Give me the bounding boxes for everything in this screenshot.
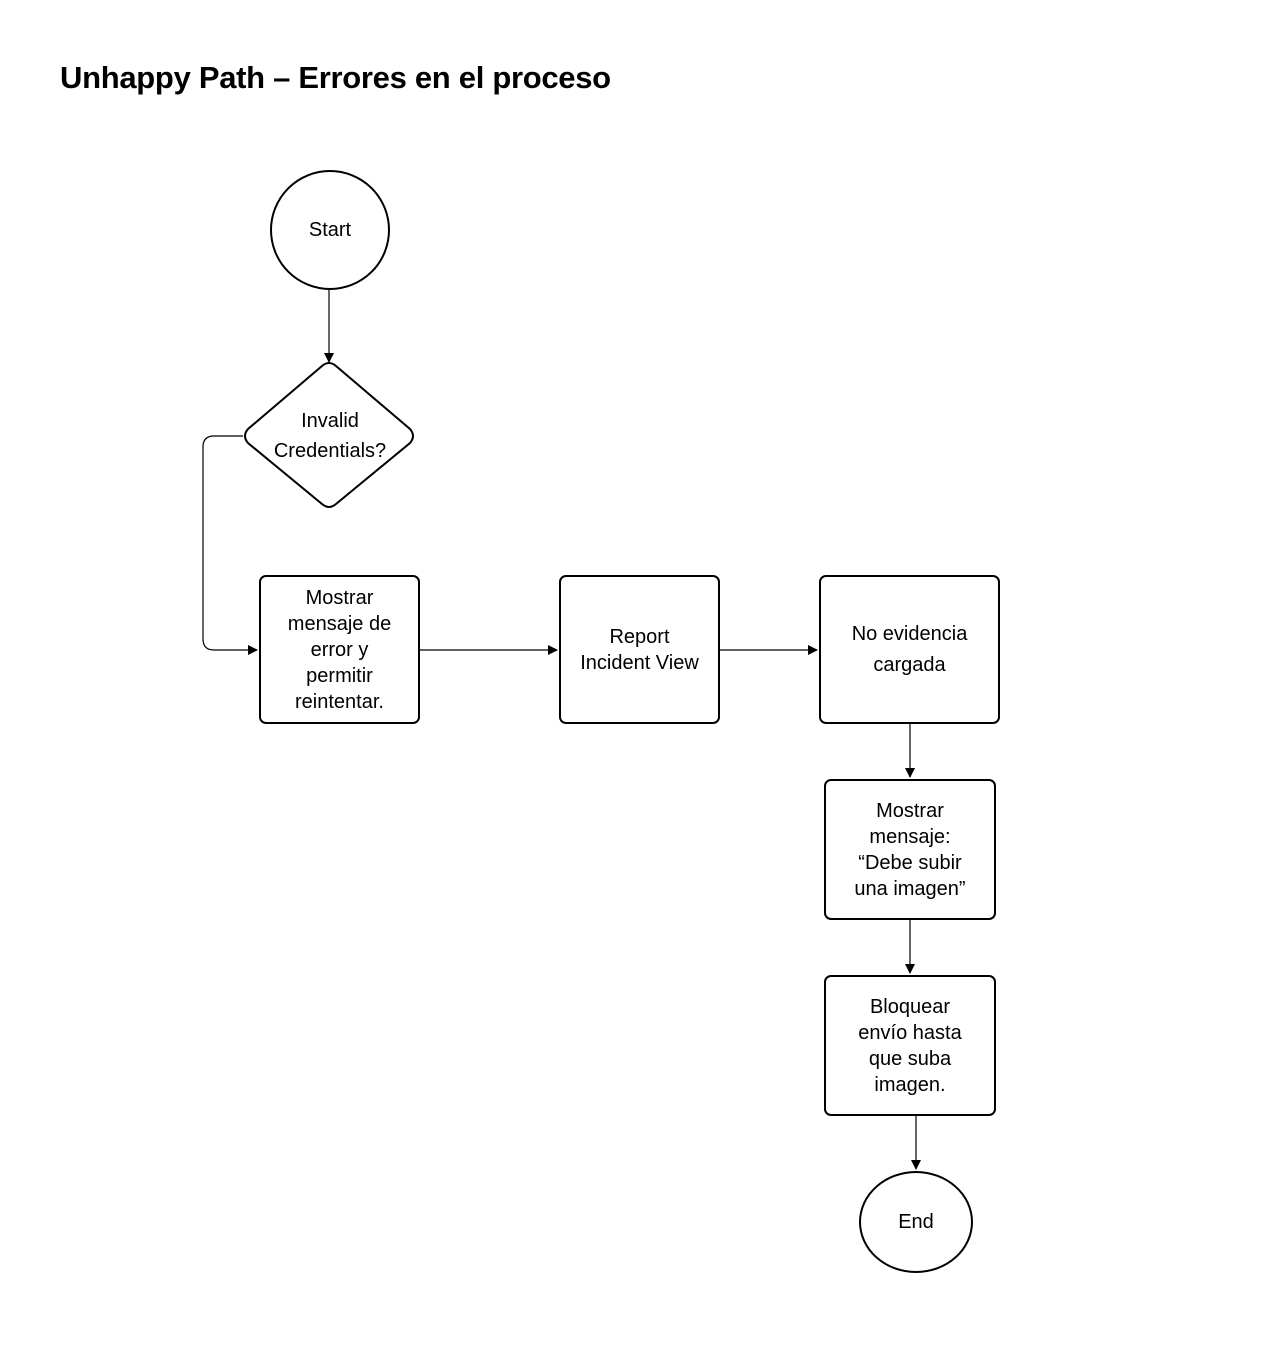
error-message-node-label: Mostrar mensaje de error y permitir rein…	[287, 586, 392, 713]
upload-message-node-label: Mostrar mensaje: “Debe subir una imagen”	[854, 799, 966, 900]
end-node-label: End	[898, 1211, 934, 1233]
page-title: Unhappy Path – Errores en el proceso	[60, 60, 611, 95]
end-node: End	[859, 1171, 973, 1273]
start-node-label: Start	[308, 219, 352, 241]
report-incident-node-label: Report Incident View	[580, 625, 699, 674]
block-submit-node-label: Bloquear envío hasta que suba imagen.	[858, 995, 962, 1096]
connector-decision-to-error-message	[202, 435, 258, 655]
no-evidence-node-label: No evidencia cargada	[851, 622, 968, 676]
decision-diamond-shape	[244, 362, 414, 508]
no-evidence-node: No evidencia cargada	[819, 575, 1000, 724]
error-message-node: Mostrar mensaje de error y permitir rein…	[259, 575, 420, 724]
block-submit-node: Bloquear envío hasta que suba imagen.	[824, 975, 996, 1116]
report-incident-node: Report Incident View	[559, 575, 720, 724]
upload-message-node: Mostrar mensaje: “Debe subir una imagen”	[824, 779, 996, 920]
start-node: Start	[270, 170, 390, 290]
